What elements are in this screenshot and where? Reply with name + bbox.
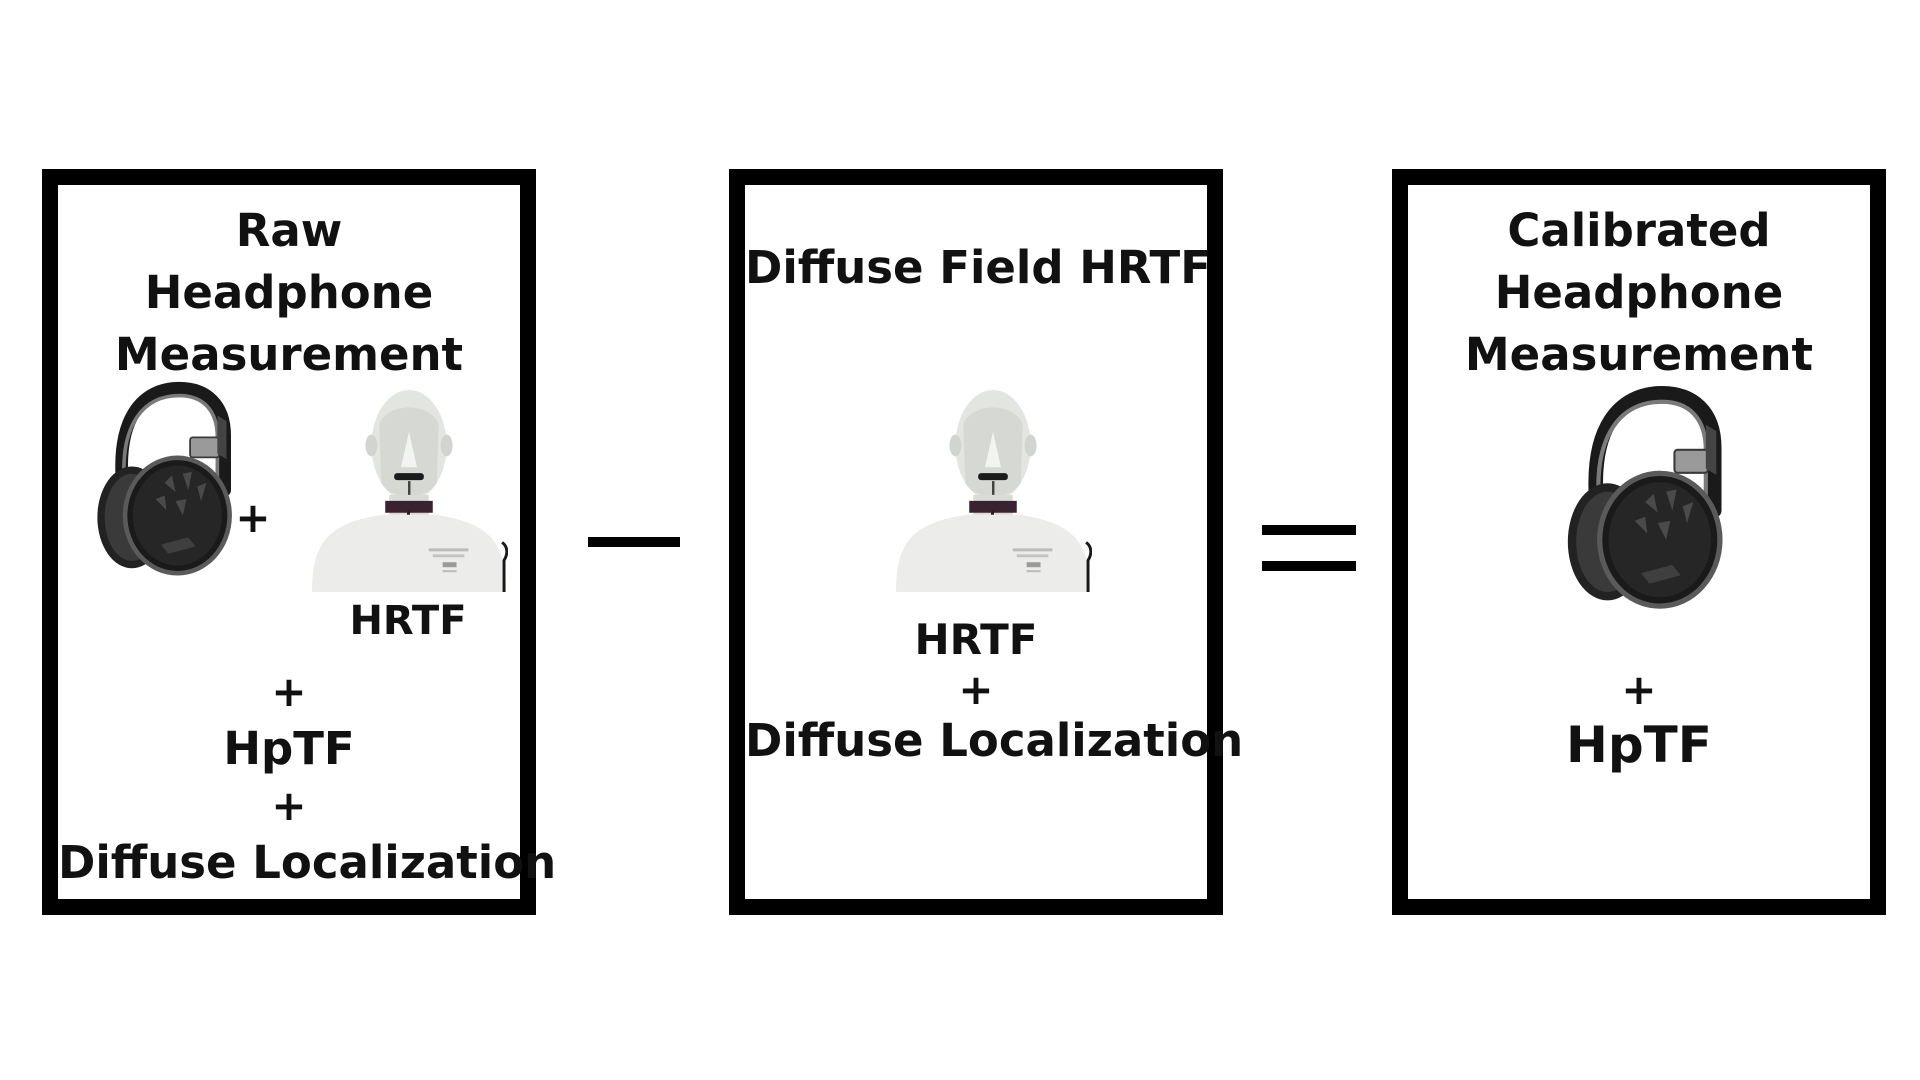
- equals-bar-bottom: [1262, 561, 1356, 571]
- diffuse-field-panel: Diffuse Field HRTF HRTF + Diffuse Locali…: [729, 169, 1244, 915]
- calibrated-hptf-label: HpTF: [1566, 716, 1712, 774]
- calibrated-title-line-1: Calibrated: [1507, 204, 1771, 257]
- raw-hrtf-label: HRTF: [349, 598, 467, 644]
- diffuse-localization-label: Diffuse Localization: [745, 714, 1244, 767]
- dummy-head-icon: [310, 383, 508, 593]
- calibrated-title-line-2: Headphone: [1494, 266, 1784, 319]
- raw-title-line-2: Headphone: [144, 266, 434, 319]
- calibrated-plus: +: [1621, 665, 1657, 714]
- diffuse-hrtf-label: HRTF: [914, 615, 1038, 664]
- dummy-head-icon: [894, 383, 1092, 593]
- headphones-icon: [1557, 385, 1725, 615]
- raw-localization-label: Diffuse Localization: [58, 836, 557, 889]
- raw-plus-2: +: [271, 667, 307, 716]
- equals-operator: [1262, 525, 1356, 571]
- headphones-icon: [88, 381, 234, 581]
- raw-plus-1: +: [235, 493, 271, 542]
- raw-measurement-panel: Raw Headphone Measurement + HRTF + HpTF …: [42, 169, 557, 915]
- calibrated-title-line-3: Measurement: [1464, 328, 1814, 381]
- calibrated-measurement-panel: Calibrated Headphone Measurement + HpTF: [1392, 169, 1886, 915]
- raw-hptf-label: HpTF: [223, 722, 355, 775]
- raw-plus-3: +: [271, 781, 307, 830]
- minus-operator: [588, 537, 680, 547]
- raw-title-line-1: Raw: [235, 204, 343, 257]
- diffuse-plus: +: [958, 665, 994, 714]
- diffuse-title: Diffuse Field HRTF: [745, 241, 1211, 294]
- raw-title-line-3: Measurement: [114, 328, 464, 381]
- equals-bar-top: [1262, 525, 1356, 535]
